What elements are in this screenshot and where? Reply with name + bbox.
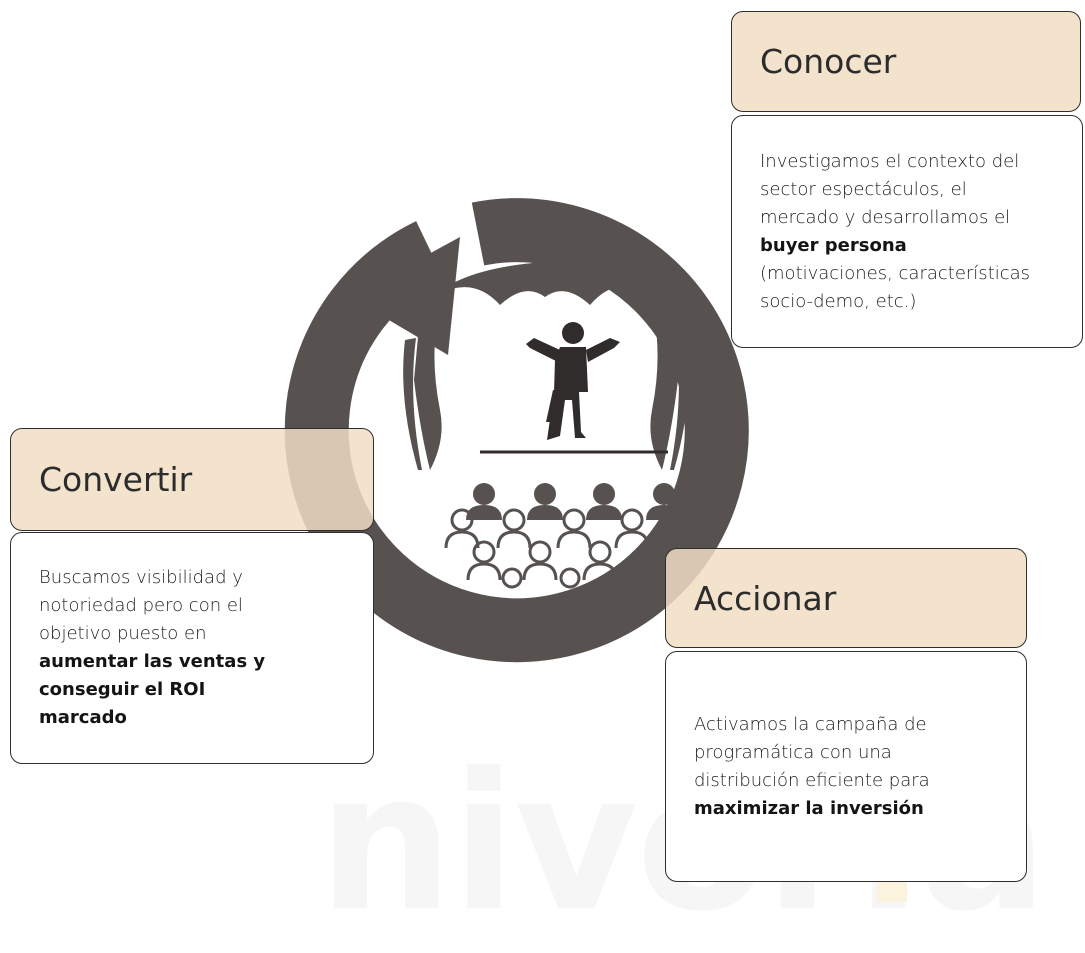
description-line: Activamos la campaña de — [694, 713, 927, 735]
description-line: distribución eficiente para — [694, 769, 930, 791]
description-line: objetivo puesto en — [39, 623, 207, 644]
cycle-diagram — [284, 198, 749, 663]
description-line: socio-demo, etc.) — [760, 290, 917, 312]
stage-description-accionar: Activamos la campaña de programática con… — [665, 651, 1027, 882]
description-line: (motivaciones, características — [760, 262, 1031, 284]
stage-description-conocer: Investigamos el contexto del sector espe… — [731, 115, 1083, 348]
curtain-right-icon — [650, 315, 678, 470]
description-highlight: conseguir el ROI — [39, 679, 206, 700]
theater-stage-icon — [403, 262, 706, 589]
stage-title-accionar: Accionar — [665, 548, 1027, 648]
stage-title-conocer: Conocer — [731, 11, 1081, 112]
description-line: notoriedad pero con el — [39, 595, 243, 616]
performer-icon — [526, 322, 620, 440]
description-line: Buscamos visibilidad y — [39, 567, 243, 588]
description-line: Investigamos el contexto del — [760, 150, 1020, 172]
description-highlight: buyer persona — [760, 234, 907, 256]
description-highlight: marcado — [39, 707, 127, 728]
curtain-left-icon — [414, 315, 442, 470]
description-highlight: aumentar las ventas y — [39, 651, 266, 672]
description-line: programática con una — [694, 741, 892, 763]
stage-description-convertir: Buscamos visibilidad y notoriedad pero c… — [10, 532, 374, 764]
description-line: sector espectáculos, el — [760, 178, 967, 200]
audience-icon — [444, 483, 706, 589]
stage-title-convertir: Convertir — [10, 428, 374, 531]
description-line: mercado y desarrollamos el — [760, 206, 1011, 228]
description-highlight: maximizar la inversión — [694, 797, 924, 819]
cycle-ring — [284, 198, 749, 663]
curtain-valance-icon — [430, 262, 660, 305]
